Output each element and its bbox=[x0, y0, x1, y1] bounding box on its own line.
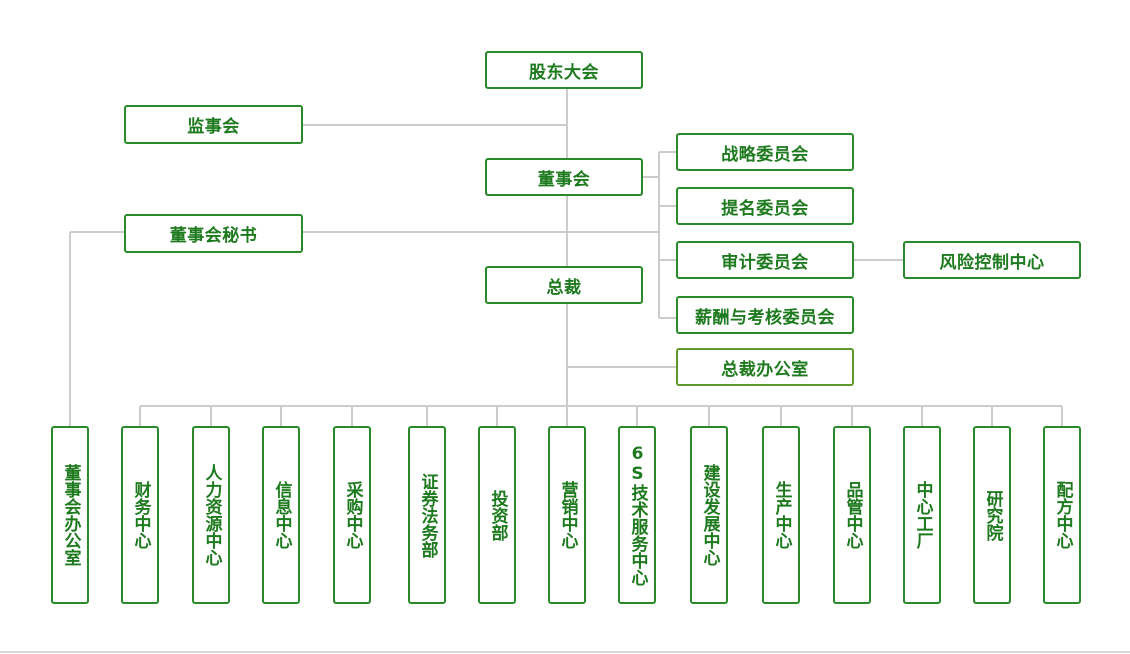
supervisory-board-box: 监事会 bbox=[124, 105, 303, 144]
president-office-label: 总裁办公室 bbox=[721, 359, 809, 380]
department-box: 6S技术服务中心 bbox=[618, 426, 656, 604]
department-label: 中心工厂 bbox=[912, 481, 933, 549]
department-box: 营销中心 bbox=[548, 426, 586, 604]
nomination-committee-label: 提名委员会 bbox=[721, 198, 809, 219]
department-label: 投资部 bbox=[487, 489, 508, 541]
department-label: 证券法务部 bbox=[417, 472, 438, 558]
department-box: 建设发展中心 bbox=[690, 426, 728, 604]
risk-control-center-box: 风险控制中心 bbox=[903, 241, 1081, 279]
president-box: 总裁 bbox=[485, 266, 643, 304]
department-label: 财务中心 bbox=[130, 481, 151, 549]
shareholders-meeting-box: 股东大会 bbox=[485, 51, 643, 89]
department-label: 配方中心 bbox=[1052, 481, 1073, 549]
department-box: 品管中心 bbox=[833, 426, 871, 604]
department-box: 信息中心 bbox=[262, 426, 300, 604]
department-box: 人力资源中心 bbox=[192, 426, 230, 604]
department-box: 财务中心 bbox=[121, 426, 159, 604]
department-label: 6S技术服务中心 bbox=[627, 444, 648, 586]
supervisory-board-label: 监事会 bbox=[187, 117, 240, 137]
department-label: 品管中心 bbox=[842, 481, 863, 549]
department-box: 证券法务部 bbox=[408, 426, 446, 604]
department-label: 董事会办公室 bbox=[60, 464, 81, 566]
department-box: 投资部 bbox=[478, 426, 516, 604]
nomination-committee-box: 提名委员会 bbox=[676, 187, 854, 225]
president-label: 总裁 bbox=[546, 277, 582, 298]
department-box: 董事会办公室 bbox=[51, 426, 89, 604]
department-label: 建设发展中心 bbox=[699, 464, 720, 566]
department-label: 采购中心 bbox=[342, 481, 363, 549]
audit-committee-box: 审计委员会 bbox=[676, 241, 854, 279]
department-box: 生产中心 bbox=[762, 426, 800, 604]
risk-control-center-label: 风险控制中心 bbox=[939, 252, 1045, 273]
president-office-box: 总裁办公室 bbox=[676, 348, 854, 386]
strategy-committee-label: 战略委员会 bbox=[721, 144, 809, 165]
shareholders-meeting-label: 股东大会 bbox=[529, 62, 599, 83]
department-box: 研究院 bbox=[973, 426, 1011, 604]
department-label: 营销中心 bbox=[557, 481, 578, 549]
strategy-committee-box: 战略委员会 bbox=[676, 133, 854, 171]
department-label: 信息中心 bbox=[271, 481, 292, 549]
department-box: 中心工厂 bbox=[903, 426, 941, 604]
department-box: 配方中心 bbox=[1043, 426, 1081, 604]
board-secretary-label: 董事会秘书 bbox=[169, 226, 258, 246]
footer-divider bbox=[0, 651, 1130, 653]
board-secretary-box: 董事会秘书 bbox=[124, 214, 303, 253]
department-label: 研究院 bbox=[982, 489, 1003, 541]
audit-committee-label: 审计委员会 bbox=[721, 252, 809, 273]
board-of-directors-box: 董事会 bbox=[485, 158, 643, 196]
department-label: 生产中心 bbox=[771, 481, 792, 549]
department-box: 采购中心 bbox=[333, 426, 371, 604]
department-label: 人力资源中心 bbox=[201, 464, 222, 566]
compensation-committee-box: 薪酬与考核委员会 bbox=[676, 296, 854, 334]
board-of-directors-label: 董事会 bbox=[537, 169, 591, 190]
compensation-committee-label: 薪酬与考核委员会 bbox=[695, 307, 835, 328]
